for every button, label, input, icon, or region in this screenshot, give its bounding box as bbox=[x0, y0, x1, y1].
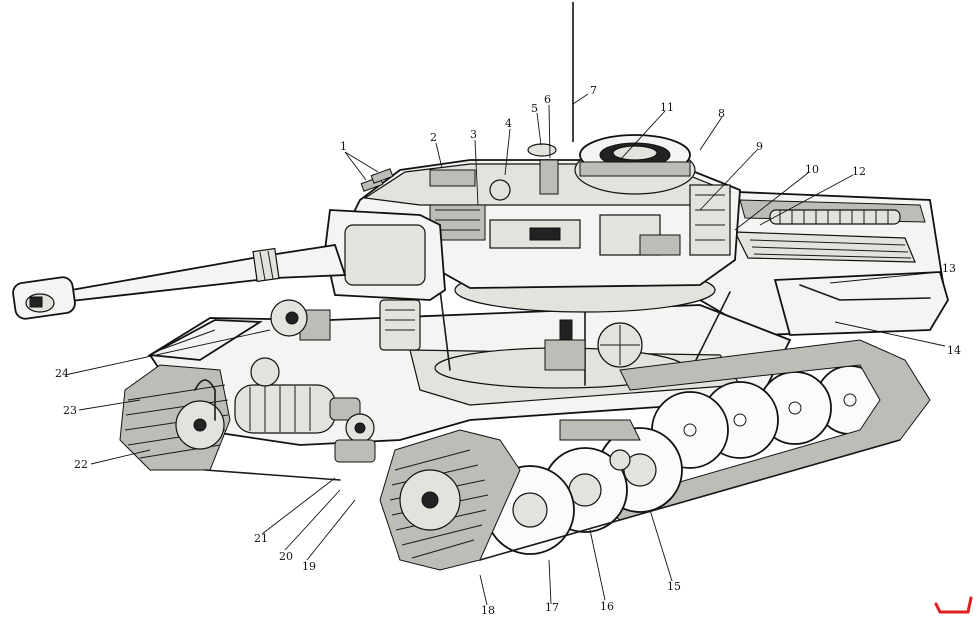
torsion-bar-arm bbox=[559, 419, 641, 471]
smoke-dischargers bbox=[360, 168, 394, 192]
steering-unit bbox=[299, 299, 421, 351]
callout-23: 23 bbox=[63, 404, 77, 417]
callout-2: 2 bbox=[430, 131, 437, 144]
gearbox bbox=[234, 357, 361, 434]
callout-16: 16 bbox=[600, 600, 614, 613]
callout-11: 11 bbox=[660, 101, 674, 114]
callout-4: 4 bbox=[505, 117, 512, 130]
callout-17: 17 bbox=[545, 601, 559, 614]
callout-15: 15 bbox=[667, 580, 681, 593]
turret-side-stowage bbox=[689, 184, 731, 256]
callout-13: 13 bbox=[942, 262, 956, 275]
towing-eye bbox=[194, 379, 216, 421]
callout-20: 20 bbox=[279, 550, 293, 563]
callout-12: 12 bbox=[852, 165, 866, 178]
callout-18: 18 bbox=[481, 604, 495, 617]
callout-21: 21 bbox=[254, 532, 268, 545]
exhaust-cylinders bbox=[769, 209, 901, 225]
rear-road-wheels bbox=[651, 365, 885, 469]
idler-wheel bbox=[175, 400, 225, 450]
muzzle-brake bbox=[12, 276, 76, 320]
drive-sprocket bbox=[399, 469, 461, 531]
leader-lines bbox=[64, 93, 946, 606]
loader-hatch bbox=[527, 143, 559, 195]
callout-3: 3 bbox=[470, 128, 477, 141]
callout-19: 19 bbox=[302, 560, 316, 573]
callout-10: 10 bbox=[805, 163, 819, 176]
publisher-mark bbox=[934, 596, 973, 614]
callout-8: 8 bbox=[718, 107, 725, 120]
callout-9: 9 bbox=[756, 140, 763, 153]
turret-basket bbox=[434, 289, 731, 389]
callout-24: 24 bbox=[55, 367, 69, 380]
callout-6: 6 bbox=[544, 93, 551, 106]
final-drive bbox=[334, 413, 376, 463]
commander-cupola bbox=[574, 134, 696, 195]
callout-5: 5 bbox=[531, 102, 538, 115]
mantlet-face bbox=[344, 224, 426, 286]
callout-7: 7 bbox=[590, 84, 597, 97]
main-gun-barrel bbox=[58, 243, 347, 303]
hull-machine-gun bbox=[270, 299, 308, 337]
rear-side-panel bbox=[773, 271, 949, 336]
callout-1: 1 bbox=[340, 140, 347, 153]
front-road-wheels bbox=[485, 427, 683, 555]
callout-22: 22 bbox=[74, 458, 88, 471]
callout-14: 14 bbox=[947, 344, 961, 357]
